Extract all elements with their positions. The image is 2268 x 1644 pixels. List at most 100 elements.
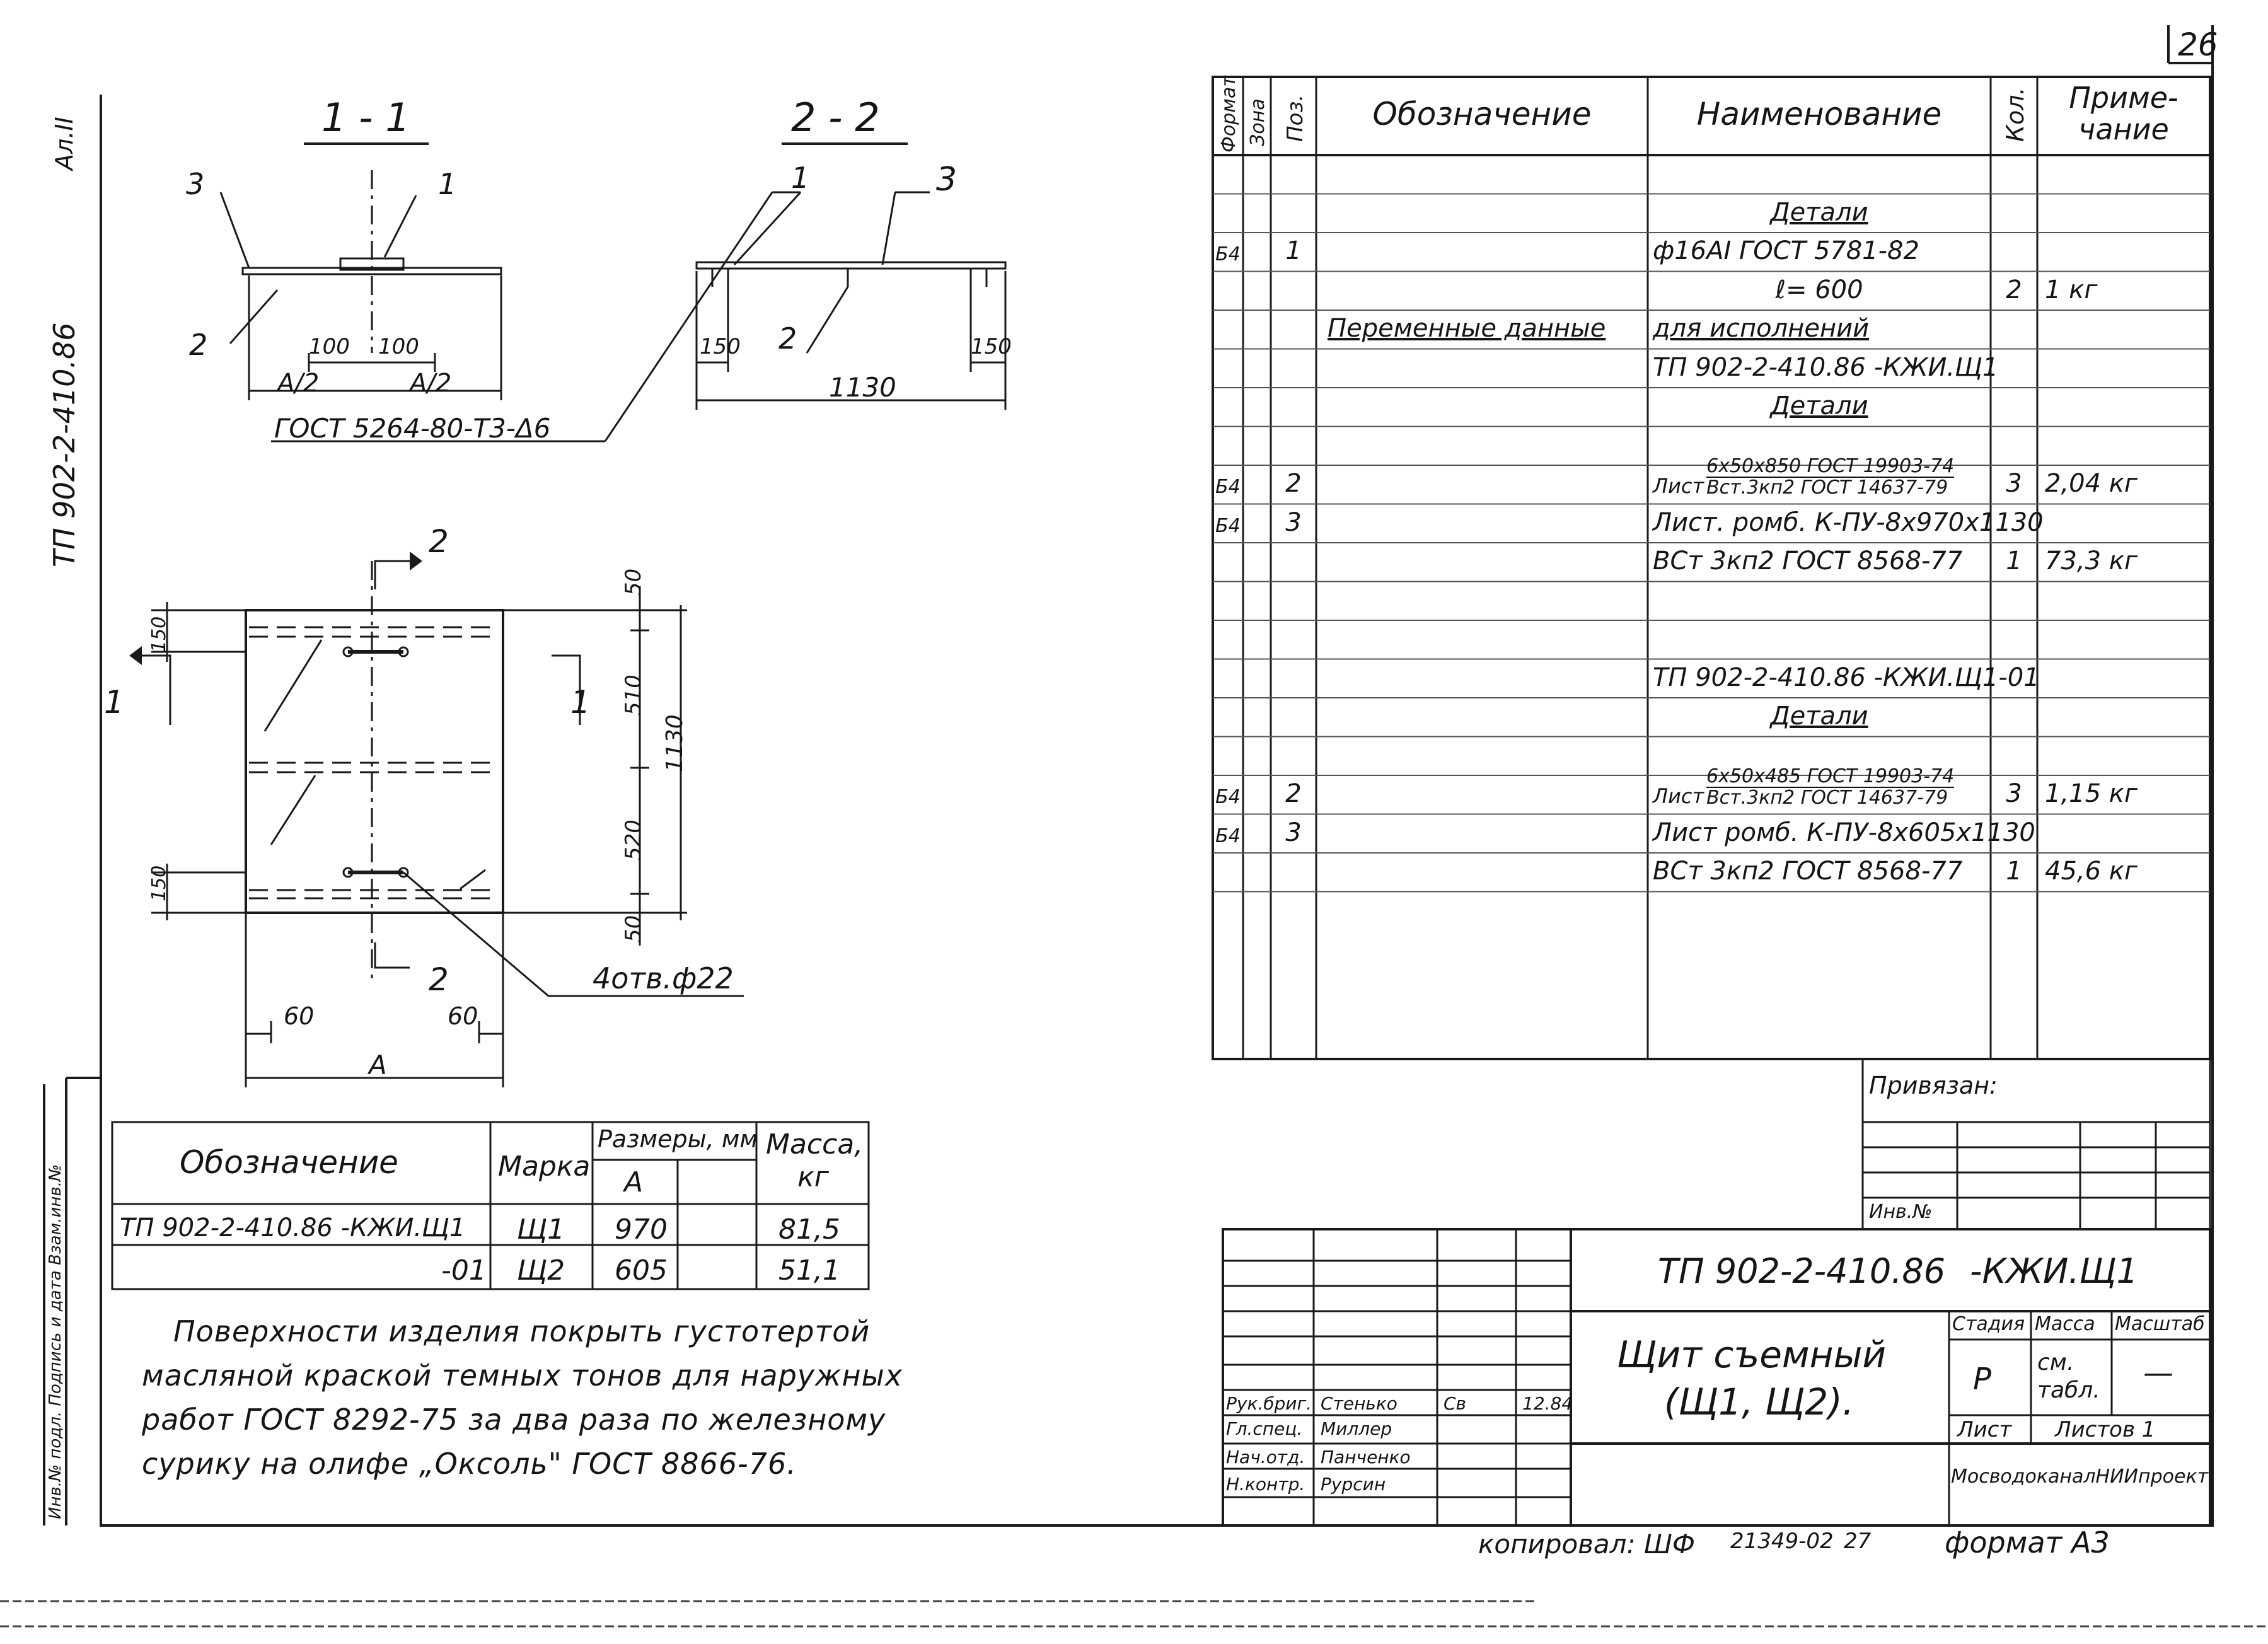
section-2-2 bbox=[695, 142, 1007, 410]
stamp-title-1: Щит съемный bbox=[1617, 1333, 1887, 1376]
spec-text: 73,3 кг bbox=[2045, 547, 2138, 576]
spec-cell-pos: 3 bbox=[1271, 507, 1316, 540]
spec-cell-note bbox=[2037, 662, 2163, 695]
spec-cell-fmt bbox=[1213, 313, 1243, 345]
spec-cell-note bbox=[2037, 623, 2163, 656]
spec-cell-note bbox=[2037, 313, 2163, 345]
spec-cell-name: Лист ромб. К-ПУ-8x605x1130 bbox=[1648, 817, 2035, 850]
var-row2-a: 605 bbox=[615, 1254, 668, 1287]
cut-2-top: 2 bbox=[429, 523, 449, 560]
sign-1: Св bbox=[1444, 1393, 1467, 1414]
dim-50-top: 50 bbox=[621, 568, 646, 596]
var-row2-designation: -01 bbox=[441, 1254, 487, 1287]
stamp-title-2: (Щ1, Щ2). bbox=[1664, 1381, 1854, 1423]
spec-cell-name: Лист. ромб. К-ПУ-8x970x1130 bbox=[1648, 507, 2044, 540]
spec-cell-pos bbox=[1271, 429, 1316, 462]
spec-cell-des bbox=[1316, 390, 1648, 423]
spec-cell-fmt bbox=[1213, 739, 1243, 772]
spec-text: Детали bbox=[1770, 702, 1868, 731]
spec-cell-qty bbox=[1991, 817, 2037, 850]
spec-cell-des bbox=[1316, 662, 1648, 695]
spec-cell-des bbox=[1316, 507, 1648, 540]
spec-cell-note bbox=[2037, 817, 2163, 850]
spec-cell-fmt bbox=[1213, 197, 1243, 229]
dim-50-bottom: 50 bbox=[621, 915, 646, 942]
spec-cell-note bbox=[2037, 429, 2163, 462]
spec-text: ф16АI ГОСТ 5781-82 bbox=[1653, 236, 1919, 265]
dim-60-left: 60 bbox=[284, 1002, 315, 1030]
spec-cell-fmt bbox=[1213, 158, 1243, 190]
spec-cell-des bbox=[1316, 778, 1648, 811]
spec-cell-name: ТП 902-2-410.86 -КЖИ.Щ1-01 bbox=[1648, 662, 2040, 695]
dim-150-plan-bottom: 150 bbox=[148, 865, 170, 901]
dim-a-half-right: A/2 bbox=[410, 369, 452, 398]
spec-cell-pos bbox=[1271, 584, 1316, 617]
footer-format: формат А3 bbox=[1945, 1525, 2110, 1560]
spec-cell-des: Переменные данные bbox=[1316, 313, 1648, 345]
spec-cell-name: ТП 902-2-410.86 -КЖИ.Щ1 bbox=[1648, 352, 1998, 385]
spec-text: 2,04 кг bbox=[2045, 469, 2138, 498]
spec-cell-fmt: Б4 bbox=[1213, 468, 1243, 501]
spec-text: 1,15 кг bbox=[2045, 779, 2138, 808]
stage-label: Стадия bbox=[1952, 1313, 2025, 1335]
stamp-code: ТП 902-2-410.86 bbox=[1658, 1251, 1946, 1291]
spec-fraction-part: Вст.3кп2 ГОСТ 14637-79 bbox=[1706, 787, 1948, 809]
section-1-1 bbox=[219, 142, 801, 443]
spec-cell-qty bbox=[1991, 235, 2037, 268]
name-4: Рурсин bbox=[1321, 1474, 1386, 1495]
spec-text: 3 bbox=[2006, 469, 2022, 498]
dim-520: 520 bbox=[621, 819, 646, 860]
spec-cell-qty bbox=[1991, 507, 2037, 540]
cut-1-right: 1 bbox=[570, 684, 591, 721]
spec-cell-fmt bbox=[1213, 700, 1243, 733]
spec-cell-qty bbox=[1991, 390, 2037, 423]
spec-cell-note bbox=[2037, 700, 2163, 733]
spec-text: Лист bbox=[1653, 784, 1704, 808]
spec-text: 45,6 кг bbox=[2045, 857, 2138, 886]
var-hdr-designation: Обозначение bbox=[180, 1144, 398, 1181]
var-row1-mark: Щ1 bbox=[517, 1213, 565, 1246]
callout-2-2-3: 3 bbox=[936, 161, 958, 199]
spec-cell-qty bbox=[1991, 584, 2037, 617]
variants-table-grid bbox=[111, 1121, 870, 1290]
spec-cell-pos bbox=[1271, 197, 1316, 229]
spec-cell-fmt bbox=[1213, 623, 1243, 656]
spec-cell-qty bbox=[1991, 739, 2037, 772]
spec-cell-des bbox=[1316, 429, 1648, 462]
spec-text: Детали bbox=[1770, 197, 1868, 227]
spec-text: 3 bbox=[1285, 818, 1302, 847]
stamp-grid bbox=[1222, 1058, 2211, 1527]
margin-album: Ал.II bbox=[50, 117, 78, 170]
spec-text: Переменные данные bbox=[1328, 314, 1606, 343]
spec-cell-pos: 2 bbox=[1271, 468, 1316, 501]
sheet-frame bbox=[100, 95, 2214, 1527]
spec-row: Детали bbox=[1213, 700, 2210, 733]
dim-100-right: 100 bbox=[378, 334, 419, 359]
note-line-3: работ ГОСТ 8292-75 за два раза по железн… bbox=[142, 1403, 886, 1437]
spec-cell-pos bbox=[1271, 662, 1316, 695]
spec-text: ТП 902-2-410.86 -КЖИ.Щ1-01 bbox=[1653, 663, 2040, 692]
spec-cell-pos bbox=[1271, 274, 1316, 307]
role-1: Рук.бриг. bbox=[1226, 1393, 1312, 1414]
footer-num2: 27 bbox=[1844, 1529, 1872, 1554]
dim-100-left: 100 bbox=[309, 334, 350, 359]
spec-cell-qty bbox=[1991, 352, 2037, 385]
spec-text: Б4 bbox=[1215, 476, 1241, 498]
spec-cell-des bbox=[1316, 197, 1648, 229]
spec-row bbox=[1213, 584, 2210, 617]
spec-cell-note bbox=[2037, 507, 2163, 540]
copied-by: копировал: ШФ bbox=[1478, 1529, 1696, 1560]
spec-text: 1 bbox=[2006, 547, 2022, 576]
spec-text: Лист ромб. К-ПУ-8x605x1130 bbox=[1653, 818, 2035, 847]
spec-text: Лист. ромб. К-ПУ-8x970x1130 bbox=[1653, 507, 2044, 537]
spec-cell-fmt bbox=[1213, 352, 1243, 385]
cut-1-left: 1 bbox=[104, 684, 124, 721]
spec-cell-name: Детали bbox=[1648, 700, 1991, 733]
callout-1: 1 bbox=[438, 167, 457, 201]
spec-cell-pos: 2 bbox=[1271, 778, 1316, 811]
spec-cell-pos: 3 bbox=[1271, 817, 1316, 850]
